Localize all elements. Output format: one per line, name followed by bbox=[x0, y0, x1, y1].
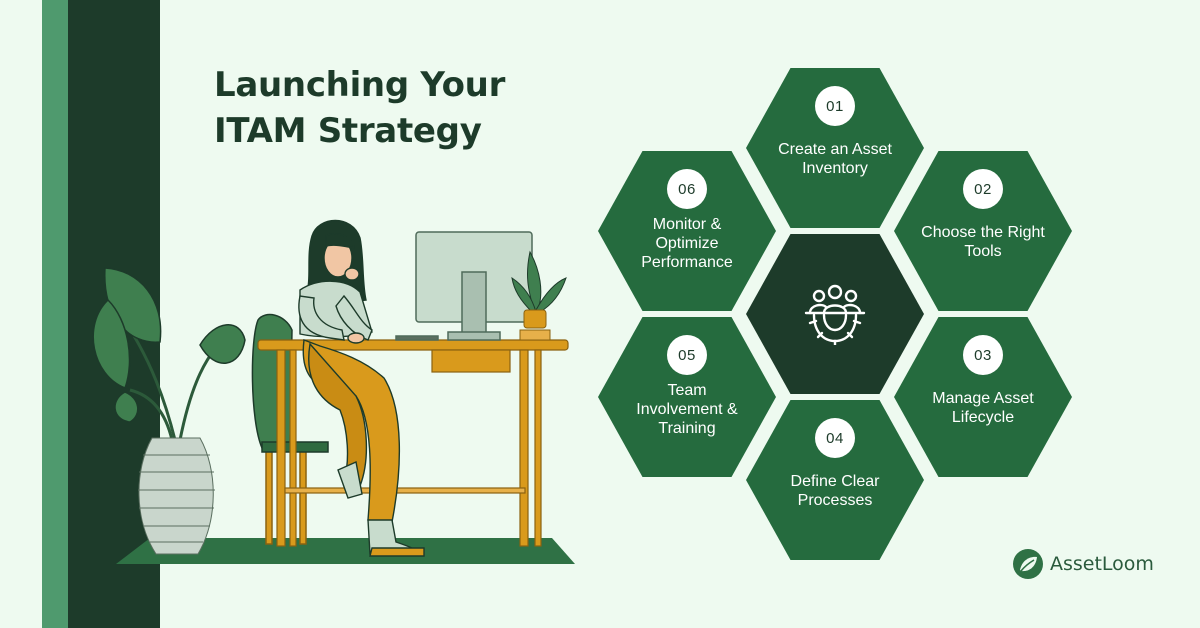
woman-at-desk bbox=[298, 220, 425, 557]
striped-plant-pot bbox=[138, 437, 215, 555]
leaf-logo-icon bbox=[1013, 549, 1043, 579]
title-line-1: Launching Your bbox=[214, 65, 506, 105]
brand-name: AssetLoom bbox=[1050, 553, 1154, 575]
step-hex-01: 01 Create an Asset Inventory bbox=[746, 68, 924, 228]
step-hex-05: 05 Team Involvement & Training bbox=[598, 317, 776, 477]
step-number-badge: 06 bbox=[667, 169, 707, 209]
step-number-badge: 04 bbox=[815, 418, 855, 458]
step-label: Team Involvement & Training bbox=[636, 382, 738, 437]
step-label: Choose the Right Tools bbox=[921, 224, 1045, 260]
step-label: Monitor & Optimize Performance bbox=[641, 216, 733, 271]
floor-shadow bbox=[116, 538, 575, 564]
title-line-2: ITAM Strategy bbox=[214, 111, 482, 151]
step-label: Create an Asset Inventory bbox=[778, 141, 892, 177]
step-number-badge: 01 bbox=[815, 86, 855, 126]
office-illustration bbox=[92, 220, 575, 564]
monstera-plant bbox=[92, 267, 246, 441]
desk-succulent bbox=[511, 250, 567, 341]
page-title: Launching Your ITAM Strategy bbox=[214, 62, 505, 154]
center-hex bbox=[746, 234, 924, 394]
brand-logo: AssetLoom bbox=[1012, 548, 1154, 580]
step-number-badge: 02 bbox=[963, 169, 1003, 209]
step-label: Manage Asset Lifecycle bbox=[932, 390, 1034, 426]
step-number-badge: 05 bbox=[667, 335, 707, 375]
step-hex-02: 02 Choose the Right Tools bbox=[894, 151, 1072, 311]
step-hex-03: 03 Manage Asset Lifecycle bbox=[894, 317, 1072, 477]
step-label: Define Clear Processes bbox=[790, 473, 880, 509]
step-number-badge: 03 bbox=[963, 335, 1003, 375]
accent-band-light bbox=[42, 0, 68, 628]
desk bbox=[257, 339, 569, 547]
step-hex-06: 06 Monitor & Optimize Performance bbox=[598, 151, 776, 311]
team-gear-icon bbox=[804, 284, 866, 345]
computer-monitor bbox=[395, 231, 533, 341]
step-hex-04: 04 Define Clear Processes bbox=[746, 400, 924, 560]
